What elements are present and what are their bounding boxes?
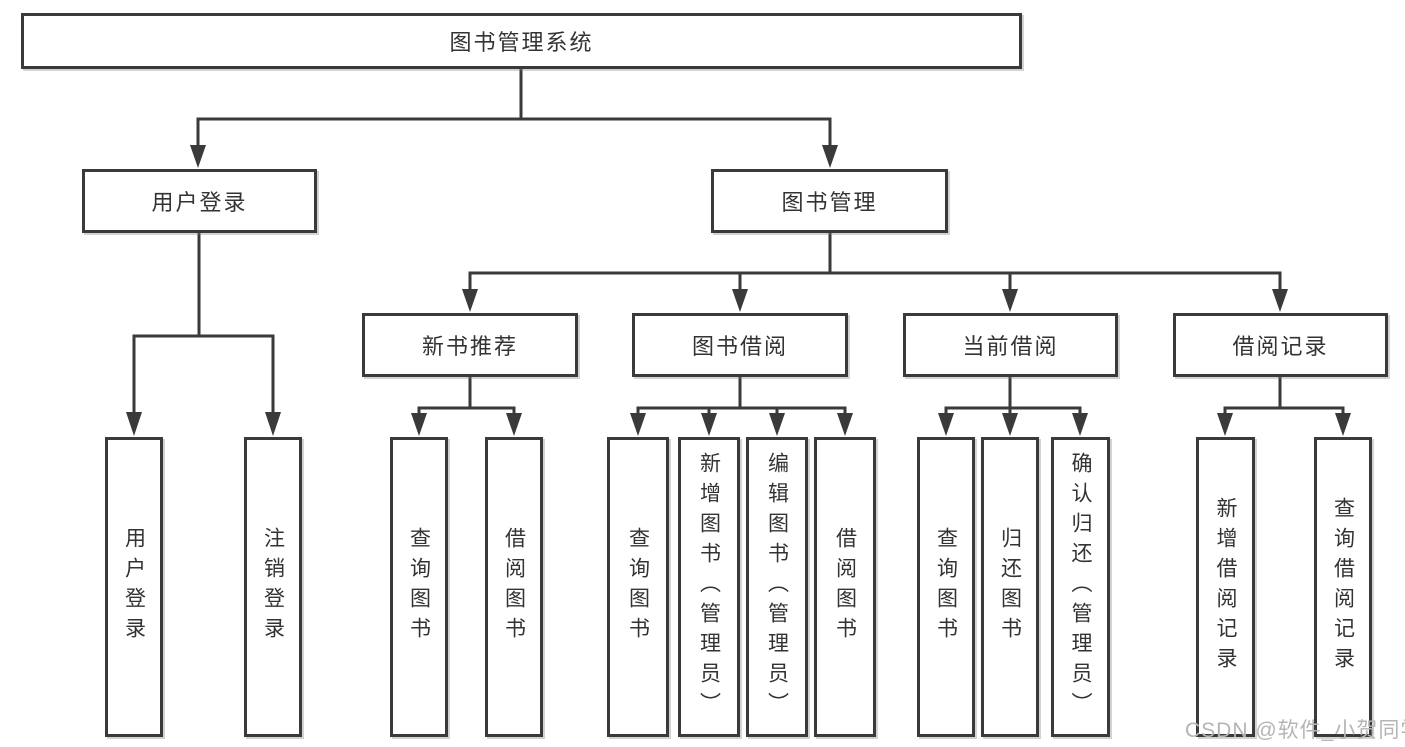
connector-user-login-children: [126, 233, 281, 436]
leaf-newrec-borrow-books-label: 借阅图书: [502, 527, 526, 647]
arrow-down-icon: [822, 145, 838, 168]
node-user-login-label: 用户登录: [151, 190, 248, 215]
leaf-add-books-admin-label: 新增图书（管理员）: [697, 452, 721, 722]
leaf-borrow-query-books: 查询图书: [607, 437, 669, 737]
leaf-logout-login-label: 注销登录: [261, 527, 285, 647]
arrow-down-icon: [462, 289, 478, 312]
node-borrow-record-label: 借阅记录: [1232, 334, 1329, 359]
arrow-down-icon: [1272, 289, 1288, 312]
connector-book-borrow-children: [630, 377, 853, 436]
leaf-newrec-query-books: 查询图书: [390, 437, 448, 737]
leaf-newrec-borrow-books: 借阅图书: [485, 437, 543, 737]
arrow-down-icon: [701, 413, 717, 436]
node-book-borrow-label: 图书借阅: [691, 334, 788, 359]
node-book-management: 图书管理: [711, 169, 948, 233]
arrow-down-icon: [1072, 413, 1088, 436]
arrow-down-icon: [938, 413, 954, 436]
connector-root-to-level2: [190, 69, 838, 168]
connector-borrow-record-children: [1217, 377, 1351, 436]
leaf-return-books-label: 归还图书: [998, 527, 1022, 647]
arrow-down-icon: [1335, 413, 1351, 436]
leaf-borrow-books: 借阅图书: [814, 437, 876, 737]
arrow-down-icon: [506, 413, 522, 436]
connector-book-management-children: [462, 233, 1288, 312]
node-current-borrow: 当前借阅: [903, 313, 1118, 377]
leaf-query-borrow-record-label: 查询借阅记录: [1331, 497, 1355, 677]
leaf-confirm-return-admin: 确认归还（管理员）: [1051, 437, 1110, 737]
leaf-logout-login: 注销登录: [244, 437, 302, 737]
arrow-down-icon: [1002, 289, 1018, 312]
node-new-book-recommend-label: 新书推荐: [421, 334, 518, 359]
leaf-user-login: 用户登录: [105, 437, 163, 737]
leaf-add-borrow-record: 新增借阅记录: [1196, 437, 1255, 737]
leaf-current-query-books: 查询图书: [917, 437, 975, 737]
node-book-borrow: 图书借阅: [632, 313, 848, 377]
leaf-query-borrow-record: 查询借阅记录: [1314, 437, 1372, 737]
node-current-borrow-label: 当前借阅: [962, 334, 1059, 359]
arrow-down-icon: [1217, 413, 1233, 436]
leaf-add-borrow-record-label: 新增借阅记录: [1214, 497, 1237, 677]
csdn-watermark: CSDN @软件_小贺同学: [1185, 719, 1405, 742]
connector-current-borrow-children: [938, 377, 1088, 436]
leaf-return-books: 归还图书: [981, 437, 1039, 737]
leaf-current-query-books-label: 查询图书: [934, 527, 958, 647]
leaf-confirm-return-admin-label: 确认归还（管理员）: [1069, 452, 1092, 722]
leaf-edit-books-admin-label: 编辑图书（管理员）: [765, 452, 789, 722]
node-borrow-record: 借阅记录: [1173, 313, 1388, 377]
leaf-add-books-admin: 新增图书（管理员）: [678, 437, 740, 737]
connector-new-book-children: [411, 377, 522, 436]
leaf-newrec-query-books-label: 查询图书: [407, 527, 431, 647]
node-user-login: 用户登录: [82, 169, 317, 233]
arrow-down-icon: [769, 413, 785, 436]
node-root-label: 图书管理系统: [449, 30, 594, 55]
node-new-book-recommend: 新书推荐: [362, 313, 578, 377]
arrow-down-icon: [732, 289, 748, 312]
arrow-down-icon: [190, 145, 206, 168]
arrow-down-icon: [837, 413, 853, 436]
arrow-down-icon: [411, 413, 427, 436]
leaf-borrow-books-label: 借阅图书: [833, 527, 857, 647]
leaf-user-login-label: 用户登录: [122, 527, 146, 647]
leaf-edit-books-admin: 编辑图书（管理员）: [746, 437, 808, 737]
node-book-management-label: 图书管理: [781, 190, 878, 215]
node-root-system: 图书管理系统: [21, 13, 1022, 69]
arrow-down-icon: [126, 412, 142, 436]
arrow-down-icon: [630, 413, 646, 436]
arrow-down-icon: [1002, 413, 1018, 436]
arrow-down-icon: [265, 412, 281, 436]
leaf-borrow-query-books-label: 查询图书: [626, 527, 650, 647]
